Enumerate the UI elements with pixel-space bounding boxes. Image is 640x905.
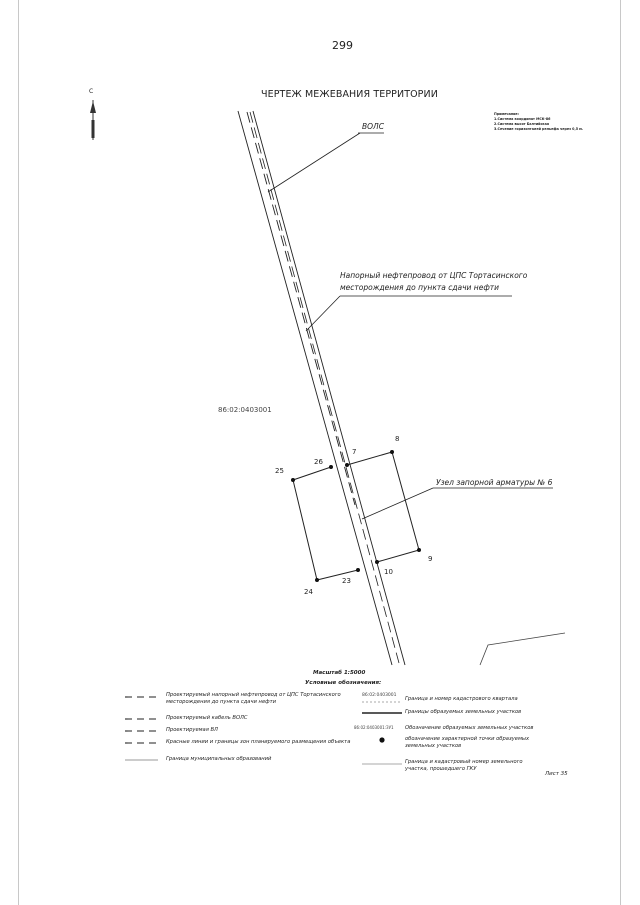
valve-leader — [361, 487, 434, 520]
sheet-number: Лист 35 — [545, 771, 568, 777]
characteristic-points — [291, 450, 421, 582]
notes-heading: Примечание: — [494, 112, 519, 116]
point-25-marker — [291, 478, 295, 482]
municipal-boundary — [479, 632, 566, 666]
vl-dashed-line-2 — [249, 111, 400, 664]
vols-label: ВОЛС — [362, 122, 384, 131]
legend-item-plot-borders: Границы образуемых земельных участков — [405, 709, 522, 715]
legend-item-vols: Проектируемый кабель ВОЛС — [166, 715, 248, 721]
north-arrow-icon — [90, 100, 96, 140]
legend-item-red-lines: Красные линии и границы зон планируемого… — [166, 739, 351, 745]
corridor-left-line — [237, 110, 393, 666]
vols-leader — [267, 132, 361, 193]
legend-title: Условные обозначения: — [305, 680, 382, 686]
pipeline-leader — [305, 295, 341, 332]
point-10-marker — [375, 560, 379, 564]
formed-plot-boundary — [292, 451, 420, 581]
legend-item-registered-plot: Граница и кадастровый номер земельного у… — [405, 759, 523, 772]
legend-item-pipeline: Проектируемый напорный нефтепровод от ЦП… — [166, 692, 341, 705]
page-number: 299 — [332, 39, 353, 52]
point-9-marker — [417, 548, 421, 552]
legend-item-cad-quarter: Граница и номер кадастрового квартала — [405, 696, 518, 702]
page-left-edge — [18, 0, 19, 905]
notes-line: 2.Система высот Балтийская — [494, 122, 550, 126]
point-7-marker — [345, 463, 349, 467]
point-24-marker — [315, 578, 319, 582]
legend-item-plot-designation: Обозначение образуемых земельных участко… — [405, 725, 534, 731]
point-7-label: 7 — [352, 448, 357, 456]
point-23-label: 23 — [342, 577, 351, 585]
pipeline-label-line2: месторождения до пункта сдачи нефти — [340, 283, 499, 292]
drawing-title: ЧЕРТЕЖ МЕЖЕВАНИЯ ТЕРРИТОРИИ — [261, 89, 438, 100]
legend-sample-cad-quarter: 86:02:0403001 — [362, 693, 397, 698]
north-arrow-letter: С — [89, 88, 94, 95]
point-9-label: 9 — [428, 555, 433, 563]
legend-item-vl: Проектируемая ВЛ — [166, 727, 218, 733]
notes-block: Примечание: 1.Система координат МСК-86 2… — [494, 112, 583, 132]
pipeline-label-line1: Напорный нефтепровод от ЦПС Тортасинског… — [340, 271, 528, 280]
valve-node-label: Узел запорной арматуры № 6 — [436, 478, 553, 487]
page-right-edge — [620, 0, 621, 905]
point-8-marker — [390, 450, 394, 454]
scale-label: Масштаб 1:5000 — [313, 670, 366, 676]
point-23-marker — [356, 568, 360, 572]
legend-samples — [125, 696, 402, 765]
corridor-right-line — [252, 110, 406, 666]
point-8-label: 8 — [395, 435, 400, 443]
notes-line: 1.Система координат МСК-86 — [494, 117, 551, 121]
notes-line: 3.Сечение горизонталей рельефа через 0,5… — [494, 127, 584, 131]
legend-sample-formed-plot: 86:02:0403001:ЗУ1 — [354, 725, 394, 730]
vl-dashed-line — [246, 111, 356, 506]
point-10-label: 10 — [384, 568, 393, 576]
legend-item-municipal: Граница муниципальных образований — [166, 756, 272, 762]
point-26-label: 26 — [314, 458, 323, 466]
legend-item-characteristic-point: обозначение характерной точки образуемых… — [405, 736, 530, 749]
point-26-marker — [329, 465, 333, 469]
cadastral-quarter-label: 86:02:0403001 — [218, 406, 272, 414]
point-25-label: 25 — [275, 467, 284, 475]
point-24-label: 24 — [304, 588, 313, 596]
